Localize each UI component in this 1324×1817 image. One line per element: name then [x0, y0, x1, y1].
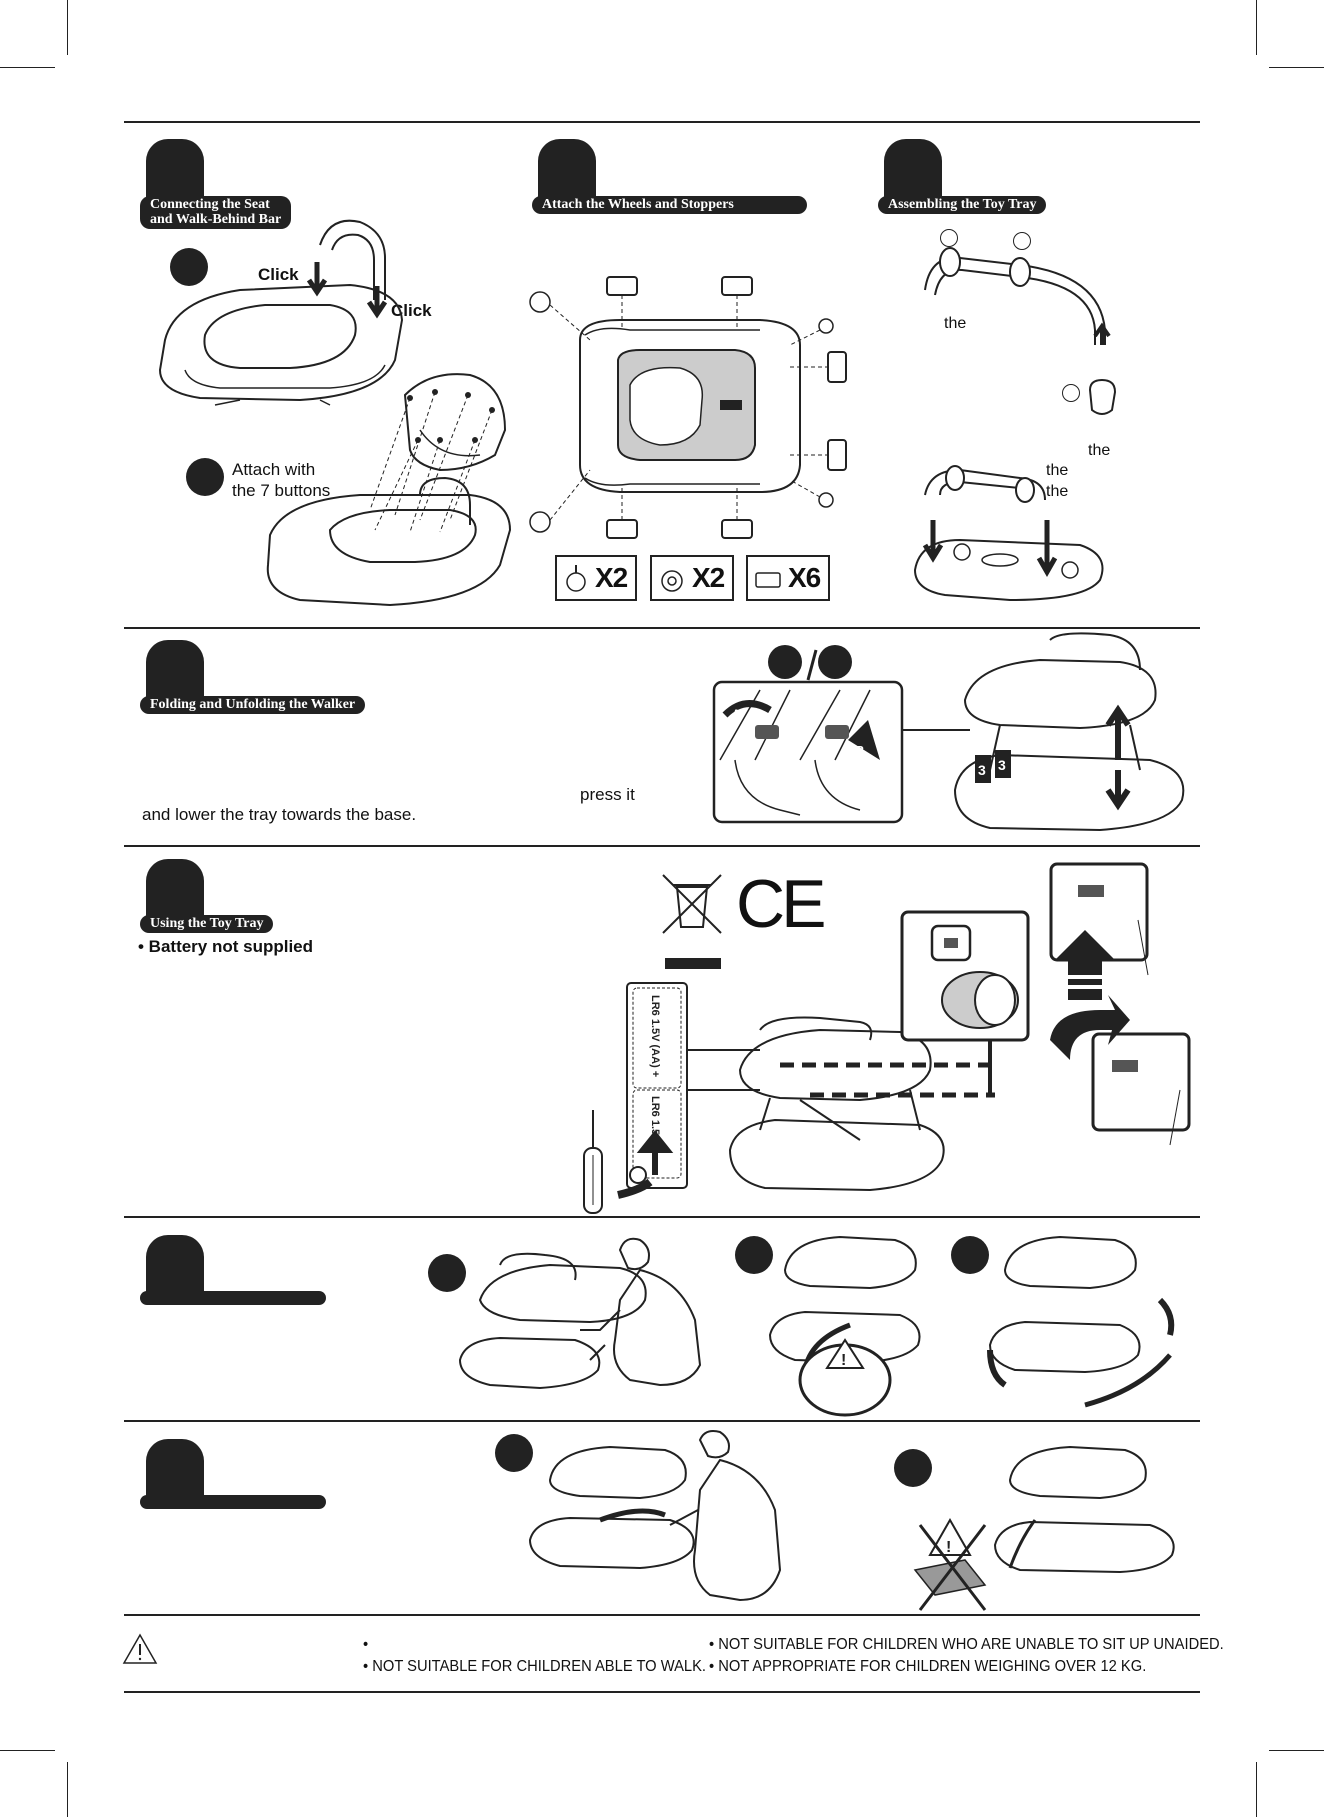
divider: [124, 121, 1200, 123]
step-number-circle: [818, 645, 852, 679]
label-b: B: [855, 743, 864, 758]
divider: [124, 627, 1200, 629]
step-number-circle: [768, 645, 802, 679]
parts-count-wheel-large: X2: [650, 555, 734, 601]
instruction-word: the: [1088, 442, 1111, 459]
step-number-circle: [951, 1236, 989, 1274]
step-tab: [884, 139, 942, 205]
parts-count: X2: [692, 562, 725, 593]
crop-mark: [1269, 1750, 1324, 1751]
attach-line: Attach with: [232, 460, 316, 479]
divider: [124, 1691, 1200, 1693]
warning-line: • NOT APPROPRIATE FOR CHILDREN WEIGHING …: [709, 1658, 1147, 1675]
crossed-bin-icon: [662, 874, 722, 934]
crop-mark: [1269, 67, 1324, 68]
step-tab: [146, 1235, 204, 1301]
section-title-connecting-seat: Connecting the Seat and Walk-Behind Bar: [140, 196, 292, 229]
parts-count: X6: [788, 562, 821, 593]
parts-count-wheel-small: X2: [555, 555, 637, 601]
large-wheel-icon: [661, 570, 683, 592]
crop-mark: [1256, 0, 1257, 55]
step-number-circle: [428, 1254, 466, 1292]
section-title-using-toy-tray: Using the Toy Tray: [140, 915, 274, 933]
step-circle-outline: [1062, 384, 1080, 402]
instruction-word: the: [1046, 462, 1069, 479]
crop-mark: [67, 1762, 68, 1817]
section-title-wheels: Attach the Wheels and Stoppers: [532, 196, 807, 214]
warning-line: • NOT SUITABLE FOR CHILDREN ABLE TO WALK…: [363, 1658, 706, 1675]
parts-count-stopper: X6: [746, 555, 830, 601]
step-number-circle: [894, 1449, 932, 1487]
label-3: 3: [978, 762, 986, 778]
title-line: Connecting the Seat: [150, 197, 270, 212]
section-title-toy-tray: Assembling the Toy Tray: [878, 196, 1047, 214]
step-circle-outline: [940, 229, 958, 247]
instruction-text: and lower the tray towards the base.: [142, 805, 417, 824]
screwdriver-icon: [583, 1110, 603, 1214]
svg-text:!: !: [841, 1352, 846, 1369]
crop-mark: [67, 0, 68, 55]
warning-triangle-icon: [122, 1633, 158, 1664]
step-number-circle: [170, 248, 208, 286]
step-tab: [146, 139, 204, 205]
crop-mark: [0, 1750, 55, 1751]
battery-note: • Battery not supplied: [138, 937, 314, 956]
divider: [124, 1216, 1200, 1218]
warning-bullet: •: [363, 1636, 369, 1653]
section-title-bar: [140, 1495, 326, 1509]
label-3: 3: [998, 757, 1006, 773]
step-tab: [146, 859, 204, 925]
ce-mark-icon: CE: [736, 866, 826, 942]
divider: [124, 1420, 1200, 1422]
step-tab: [146, 640, 204, 706]
section-title-folding: Folding and Unfolding the Walker: [140, 696, 366, 714]
step-tab: [538, 139, 596, 205]
step-tab: [146, 1439, 204, 1505]
instruction-text: press it: [580, 785, 635, 804]
step-number-circle: [735, 1236, 773, 1274]
divider: [124, 1614, 1200, 1616]
crop-mark: [1256, 1762, 1257, 1817]
section-title-bar: [140, 1291, 326, 1305]
step-number-circle: [186, 458, 224, 496]
stopper-icon: [755, 572, 781, 588]
attach-line: the 7 buttons: [232, 481, 331, 500]
attach-instruction: Attach with the 7 buttons: [232, 459, 330, 501]
divider: [124, 845, 1200, 847]
battery-label: LR6 1.5V (AA) +: [649, 995, 661, 1077]
small-wheel-icon: [566, 565, 586, 592]
svg-text:!: !: [946, 1539, 951, 1556]
instruction-word: the: [944, 315, 967, 332]
crop-mark: [0, 67, 55, 68]
parts-count: X2: [595, 562, 628, 593]
instruction-word: the: [1046, 483, 1069, 500]
step-circle-outline: [1013, 232, 1031, 250]
click-label: Click: [258, 265, 299, 284]
click-label: Click: [391, 301, 432, 320]
step-number-circle: [495, 1434, 533, 1472]
label-a: A: [732, 707, 741, 721]
title-line: and Walk-Behind Bar: [150, 212, 282, 227]
warning-line: • NOT SUITABLE FOR CHILDREN WHO ARE UNAB…: [709, 1636, 1224, 1653]
recycle-bar: [665, 958, 721, 969]
battery-label: LR6 1.5: [649, 1096, 661, 1135]
